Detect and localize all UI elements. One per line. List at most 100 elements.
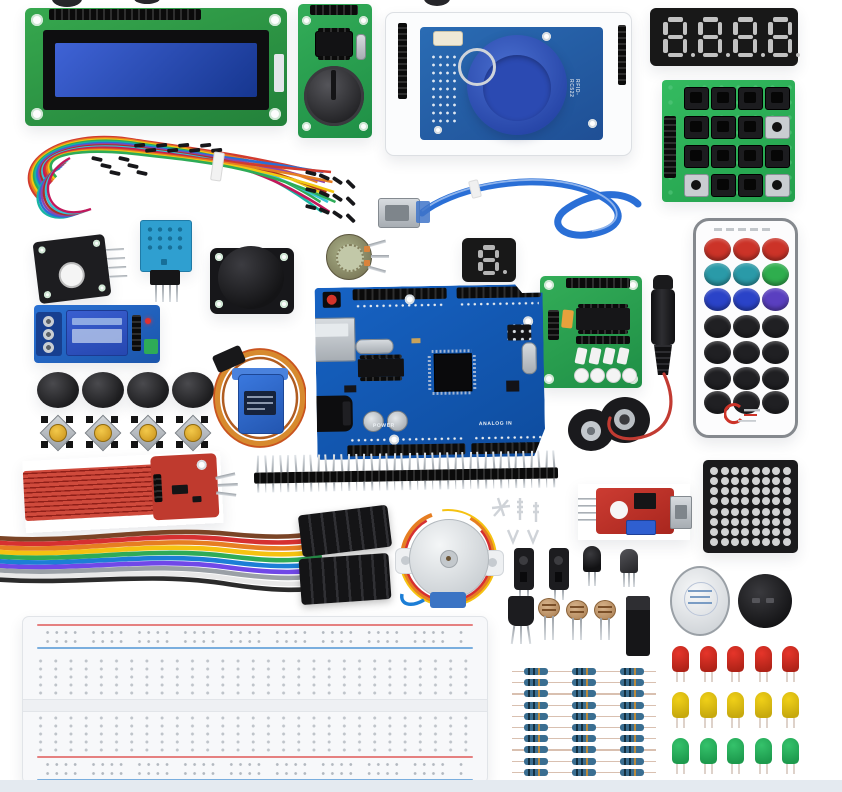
remote-button-violet — [762, 288, 789, 311]
matrix-dot — [751, 497, 760, 506]
keypad-button — [738, 87, 763, 110]
tactile-switch — [174, 414, 212, 452]
rtc-hole — [359, 122, 368, 131]
matrix-dot — [762, 537, 771, 546]
remote-button-dark — [762, 315, 789, 338]
matrix-dot — [762, 467, 771, 476]
remote-button-red — [704, 238, 731, 261]
remote-buttons — [696, 221, 795, 435]
led-red — [782, 646, 799, 682]
led-green — [727, 738, 744, 774]
transistor — [508, 596, 534, 645]
rtc-ic-chip — [316, 32, 352, 56]
remote-button-dark — [733, 367, 760, 390]
led-yellow — [672, 692, 689, 728]
matrix-dot — [730, 537, 739, 546]
cropped-object-top-3 — [424, 0, 450, 6]
header-strip-base — [253, 467, 559, 484]
remote-button-dark — [733, 391, 760, 414]
joystick-cap — [218, 246, 284, 309]
resistor — [608, 677, 656, 688]
led-yellow — [754, 692, 772, 728]
rtc-battery-clip — [331, 70, 336, 100]
bottom-strip — [0, 780, 842, 792]
trimmer-potentiometer — [626, 520, 656, 535]
matrix-dot — [741, 497, 750, 506]
resistor — [608, 756, 656, 767]
matrix-dot — [710, 527, 719, 536]
uno-board: POWER ANALOG IN — [315, 284, 546, 460]
rtc-ic-pins — [318, 56, 350, 60]
matrix-dot — [710, 487, 719, 496]
matrix-dot — [730, 517, 739, 526]
matrix-dot — [782, 477, 791, 486]
remote-button-teal — [733, 263, 760, 286]
rfid-card-contact-strip — [618, 25, 626, 85]
relay-led — [145, 318, 151, 324]
keypad-buttons — [662, 80, 795, 202]
terminal-bank-a — [33, 657, 477, 695]
uno-crystal-2 — [521, 342, 537, 374]
resistor — [608, 666, 656, 677]
mounting-hardware — [490, 496, 548, 548]
breadboard — [22, 616, 488, 784]
ir-receiver — [514, 548, 534, 600]
usb-connector — [378, 198, 420, 228]
lcd-pin-header — [49, 9, 201, 20]
rtc-hole — [359, 16, 368, 25]
driver-side-header — [548, 310, 559, 340]
center-channel — [23, 699, 487, 712]
uno-crystal — [355, 339, 393, 355]
matrix-dot — [710, 507, 719, 516]
led-row-yellow — [672, 692, 802, 730]
cropped-object-top-1 — [52, 0, 82, 7]
matrix-dot — [741, 527, 750, 536]
matrix-dot — [782, 497, 791, 506]
resistor — [512, 756, 560, 767]
matrix-dot — [762, 507, 771, 516]
uno-ic — [358, 358, 404, 377]
remote-button-dark — [762, 367, 789, 390]
tactile-switch — [84, 414, 122, 452]
photoresistor — [594, 600, 616, 620]
matrix-dot — [751, 487, 760, 496]
cropped-object-top-2 — [134, 0, 160, 4]
led-red — [672, 646, 689, 682]
resistor — [608, 722, 656, 733]
led-matrix-8x8 — [703, 460, 798, 553]
resistor — [560, 733, 608, 744]
matrix-dot — [730, 487, 739, 496]
matrix-dot — [720, 507, 729, 516]
resistor — [512, 722, 560, 733]
uno-power-label: POWER — [372, 422, 395, 430]
matrix-dot — [730, 477, 739, 486]
photoresistor — [538, 598, 560, 618]
humidity-sensor-module — [138, 220, 192, 304]
button-cap — [172, 372, 214, 408]
keypad-button — [765, 87, 790, 110]
stepper-motor — [395, 508, 504, 610]
led-red — [754, 646, 772, 682]
driver-pin-row — [566, 278, 630, 288]
rail-red-bottom — [37, 756, 473, 758]
relay-terminal-block — [36, 312, 62, 356]
lcd-hole — [269, 14, 281, 26]
driver-capacitor — [561, 309, 574, 329]
matrix-dot — [720, 477, 729, 486]
resistor — [608, 767, 656, 778]
reset-button — [323, 292, 341, 308]
matrix-dot — [741, 467, 750, 476]
pin-header-strip — [253, 449, 563, 498]
led-yellow — [782, 692, 799, 728]
resistor — [560, 688, 608, 699]
tactile-switch — [39, 414, 77, 452]
keypad-button — [711, 116, 736, 139]
led-row-green — [672, 738, 802, 776]
led-row-red — [672, 646, 802, 684]
matrix-dot — [782, 537, 791, 546]
resistor — [608, 733, 656, 744]
keypad-button — [711, 87, 736, 110]
resistor-column — [512, 666, 560, 780]
keypad-button — [684, 116, 709, 139]
resistor — [608, 700, 656, 711]
